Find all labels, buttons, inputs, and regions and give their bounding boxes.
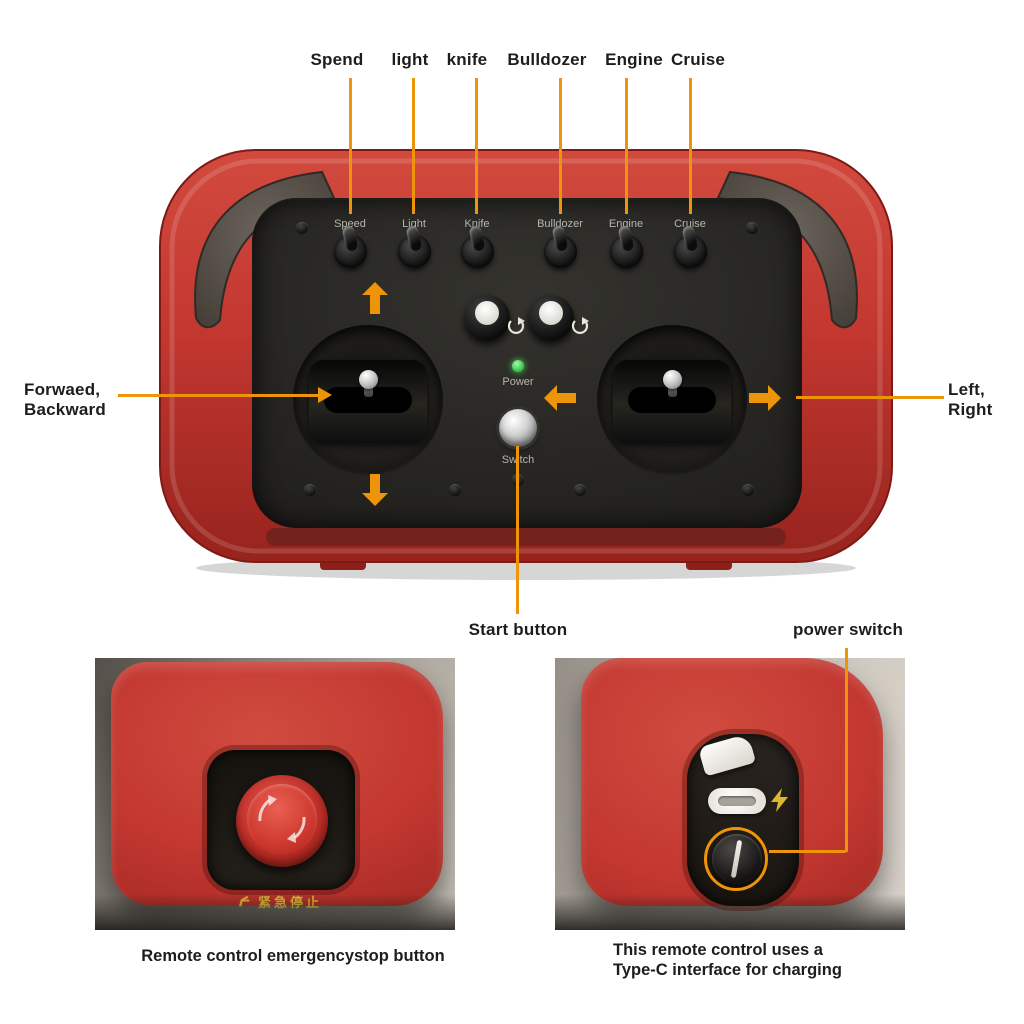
caption-line2: Type-C interface for charging	[613, 961, 842, 979]
callout-forward-backward: Forwaed, Backward	[24, 380, 106, 420]
leader-line-cruise	[689, 78, 692, 214]
estop-cap	[247, 784, 317, 854]
joystick-right	[597, 325, 747, 475]
toggle-switch-icon	[460, 225, 494, 268]
type-c-port	[708, 788, 766, 814]
arrow-left-icon	[544, 385, 576, 411]
leader-line-right-joystick	[796, 396, 944, 399]
emergency-stop-button	[236, 775, 328, 867]
switch-label-engine: Engine	[608, 218, 644, 230]
power-led	[512, 360, 524, 372]
callout-line1: Left,	[948, 380, 985, 399]
toggle-switch-icon	[609, 225, 643, 268]
screw-icon	[742, 484, 754, 496]
callout-line1: Forwaed,	[24, 380, 101, 399]
screw-icon	[304, 484, 316, 496]
callout-knife: knife	[446, 50, 488, 69]
screw-icon	[449, 484, 461, 496]
leader-line-power-switch-h	[769, 850, 846, 853]
caption-charging: This remote control uses a Type-C interf…	[613, 940, 842, 980]
screw-icon	[574, 484, 586, 496]
screw-icon	[296, 222, 308, 234]
switch-label-speed: Speed	[334, 218, 366, 230]
start-button	[499, 409, 537, 447]
rotate-reset-arrows-icon	[258, 795, 306, 843]
joystick-left	[293, 325, 443, 475]
type-c-slot	[718, 796, 756, 806]
callout-cruise: Cruise	[670, 50, 726, 69]
leader-arrowhead	[318, 387, 332, 403]
leader-line-knife	[475, 78, 478, 214]
knob-cap	[475, 301, 499, 325]
leader-line-bulldozer	[559, 78, 562, 214]
callout-left-right: Left, Right	[948, 380, 992, 420]
knob-cap	[539, 301, 563, 325]
toggle-switch-icon	[673, 225, 707, 268]
rotary-knob-left	[464, 295, 510, 341]
photo-shadow	[555, 894, 905, 930]
toggle-light: Light	[382, 218, 446, 268]
joystick-knob	[662, 370, 682, 389]
callout-line2: Backward	[24, 400, 106, 419]
callout-start-button: Start button	[468, 620, 568, 639]
callout-bulldozer: Bulldozer	[507, 50, 587, 69]
rotate-arrow-icon	[571, 317, 589, 334]
leader-line-start-button	[516, 446, 519, 614]
leader-line-left-joystick	[118, 394, 318, 397]
toggle-knife: Knife	[445, 218, 509, 268]
photo-shadow	[95, 894, 455, 930]
leader-line-speed	[349, 78, 352, 214]
switch-label-cruise: Cruise	[674, 218, 706, 230]
lightning-icon	[771, 788, 788, 812]
callout-power-switch: power switch	[792, 620, 904, 639]
toggle-speed: Speed	[318, 218, 382, 268]
arrow-right-icon	[749, 385, 781, 411]
emergency-stop-photo: 紧急停止	[95, 658, 455, 930]
caption-emergency-stop: Remote control emergencystop button	[141, 947, 445, 965]
callout-spend: Spend	[310, 50, 364, 69]
rotary-knob-right	[528, 295, 574, 341]
leader-line-light	[412, 78, 415, 214]
toggle-switch-icon	[333, 225, 367, 268]
control-panel: Speed Light Knife Bulldozer Engine Cruis…	[252, 198, 802, 528]
caption-line1: This remote control uses a	[613, 941, 823, 959]
rotate-arrow-icon	[507, 317, 525, 334]
toggle-switch-icon	[543, 225, 577, 268]
switch-label-bulldozer: Bulldozer	[537, 218, 583, 230]
callout-line2: Right	[948, 400, 993, 419]
callout-engine: Engine	[605, 50, 663, 69]
leader-line-engine	[625, 78, 628, 214]
toggle-bulldozer: Bulldozer	[528, 218, 592, 268]
arrow-up-icon	[362, 282, 388, 314]
toggle-switch-icon	[397, 225, 431, 268]
toggle-engine: Engine	[594, 218, 658, 268]
power-label: Power	[502, 376, 534, 388]
power-switch-highlight-ring	[704, 827, 768, 891]
leader-line-power-switch	[845, 648, 848, 852]
callout-light: light	[391, 50, 429, 69]
arrow-down-icon	[362, 474, 388, 506]
screw-icon	[746, 222, 758, 234]
joystick-knob	[358, 370, 378, 389]
toggle-cruise: Cruise	[658, 218, 722, 268]
